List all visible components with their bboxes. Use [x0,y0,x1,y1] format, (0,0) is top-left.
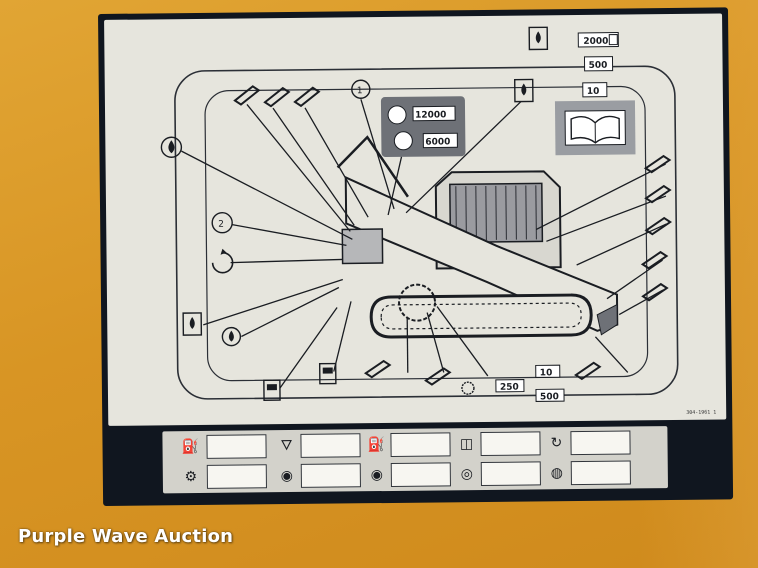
checklist-box [480,431,541,457]
checklist-box [570,430,631,456]
interval-500-text: 500 [589,61,608,71]
interval-12000-text: 12000 [415,110,446,120]
belt-icon [211,248,234,274]
engine-oil-icon: 1 [351,79,371,99]
water-separator-icon: ⛽ [181,438,200,456]
manual-book-icon [554,100,636,156]
hydraulic-tank-icon [528,26,549,51]
interval-2000-text: 2000 [583,37,608,47]
hydraulic-tank-icon: ◫ [459,436,474,453]
interval-track-10-text: 10 [540,368,553,378]
watermark-text: Purple Wave Auction [18,526,234,547]
sprocket-icon: ⚙ [184,468,198,486]
part-number-text: 304-1961 1 [686,410,716,416]
fuel-pump-icon: ⛽ [367,437,386,454]
interval-track-250-box: 250 [495,379,525,393]
water-separator-icon [318,362,337,385]
interval-10-box: 10 [582,82,608,98]
checklist-box [206,464,267,489]
fuel-tank-icon: 🜄 [280,437,293,455]
checklist-box [480,461,541,487]
interval-track-10-box: 10 [535,364,561,378]
checklist-box [206,434,267,459]
checklist-box [390,462,451,487]
belt-icon: ↻ [550,435,563,452]
grease-gun-icon [233,85,321,108]
svg-text:2: 2 [218,220,224,230]
checklist-box [300,463,361,488]
outer-route-frame [174,65,679,400]
grease-gun-icon [363,154,673,386]
coolant-interval-panel: 12000 6000 [380,96,466,157]
fuel-tank-icon [514,78,534,103]
interval-2000-box: 2000 [577,32,619,48]
engine-oil-icon: ◍ [550,465,564,482]
checklist-box [300,433,361,458]
coolant-icon: 2 [211,212,233,234]
oil-drop-icon [221,326,242,347]
lubrication-diagram: 2000 500 10 [160,26,716,416]
interval-500-box: 500 [583,56,614,72]
lubrication-diagram-panel: 2000 500 10 [104,13,727,426]
interval-track-250-text: 250 [500,383,519,393]
fuel-pump-icon [263,379,281,401]
checklist-box [390,432,451,457]
oil-drop-icon: ◉ [280,467,294,485]
maintenance-decal: 2000 500 10 [98,7,734,506]
callout-lines [181,99,667,389]
compact-track-loader [336,135,619,339]
oil-drop-icon [160,136,183,158]
air-filter-icon [182,312,203,336]
svg-text:1: 1 [357,86,363,96]
interval-track-500-text: 500 [540,392,559,402]
interval-track-500-box: 500 [535,388,565,402]
track-tensioner-icon [461,381,475,395]
coolant-icon: ◎ [460,466,474,483]
interval-10-text: 10 [587,87,600,97]
oil-drop-icon: ◉ [370,467,384,484]
checklist-box [570,460,631,486]
interval-6000-text: 6000 [425,137,450,147]
service-checklist-panel: ⛽ 🜄 ⛽ ◫ ↻ ⚙ ◉ ◉ ◎ ◍ [162,426,668,494]
